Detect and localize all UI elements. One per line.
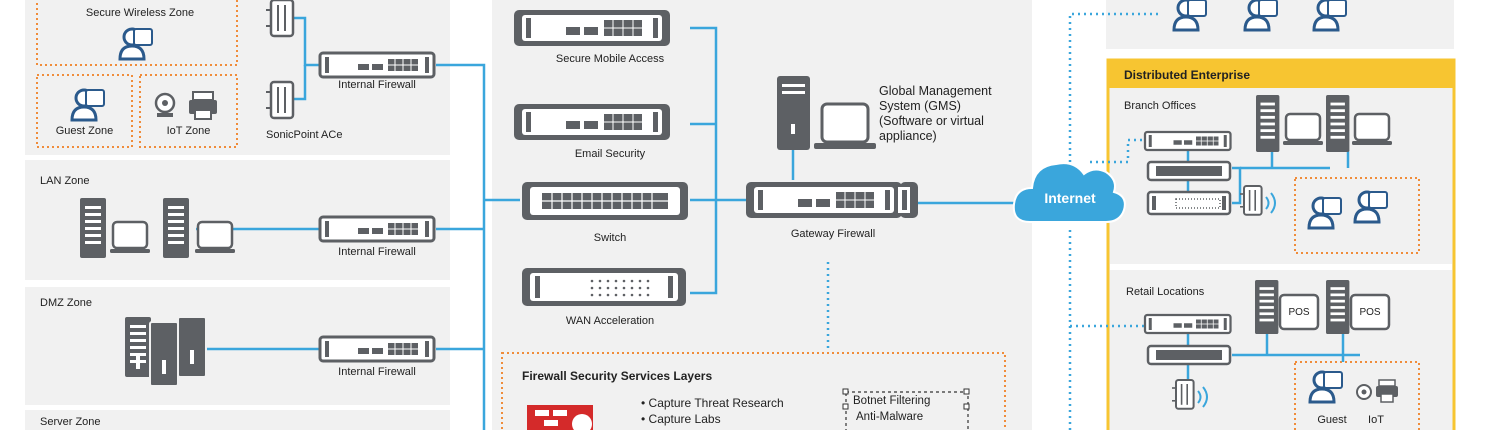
retail-locations-label: Retail Locations — [1126, 286, 1205, 298]
sonicpoint-label: SonicPoint ACe — [266, 129, 343, 141]
services-item-capture-labs: • Capture Labs — [641, 412, 721, 426]
guest-zone-label: Guest Zone — [55, 125, 114, 137]
iot-label-retail: IoT — [1368, 414, 1384, 426]
secure-mobile-access-label: Secure Mobile Access — [555, 53, 665, 65]
server-zone-label: Server Zone — [40, 416, 101, 428]
gms-label: Global Management System (GMS) (Software… — [879, 84, 992, 143]
gateway-firewall-label: Gateway Firewall — [790, 228, 876, 240]
wan-acceleration-label: WAN Acceleration — [565, 315, 655, 327]
email-security-label: Email Security — [574, 148, 646, 160]
iot-zone-label: IoT Zone — [166, 125, 211, 137]
lan-zone-label: LAN Zone — [40, 175, 90, 187]
switch-label: Switch — [593, 232, 627, 244]
services-item-capture-threat-research: • Capture Threat Research — [641, 396, 784, 410]
pos-label-2: POS — [1359, 307, 1381, 318]
internal-firewall-label-3: Internal Firewall — [338, 366, 416, 378]
secure-wireless-zone-label: Secure Wireless Zone — [85, 7, 195, 19]
branch-offices-label: Branch Offices — [1124, 100, 1196, 112]
internal-firewall-label-2: Internal Firewall — [338, 246, 416, 258]
internal-firewall-label-1: Internal Firewall — [338, 79, 416, 91]
guest-label-retail: Guest — [1317, 414, 1347, 426]
pos-label-1: POS — [1288, 307, 1310, 318]
internet-label: Internet — [1044, 190, 1096, 206]
services-item-anti-malware: Anti-Malware — [856, 411, 924, 423]
distributed-enterprise-title: Distributed Enterprise — [1124, 68, 1251, 82]
services-title: Firewall Security Services Layers — [522, 369, 713, 383]
dmz-zone-label: DMZ Zone — [40, 297, 92, 309]
services-item-botnet-filtering: Botnet Filtering — [853, 395, 931, 407]
